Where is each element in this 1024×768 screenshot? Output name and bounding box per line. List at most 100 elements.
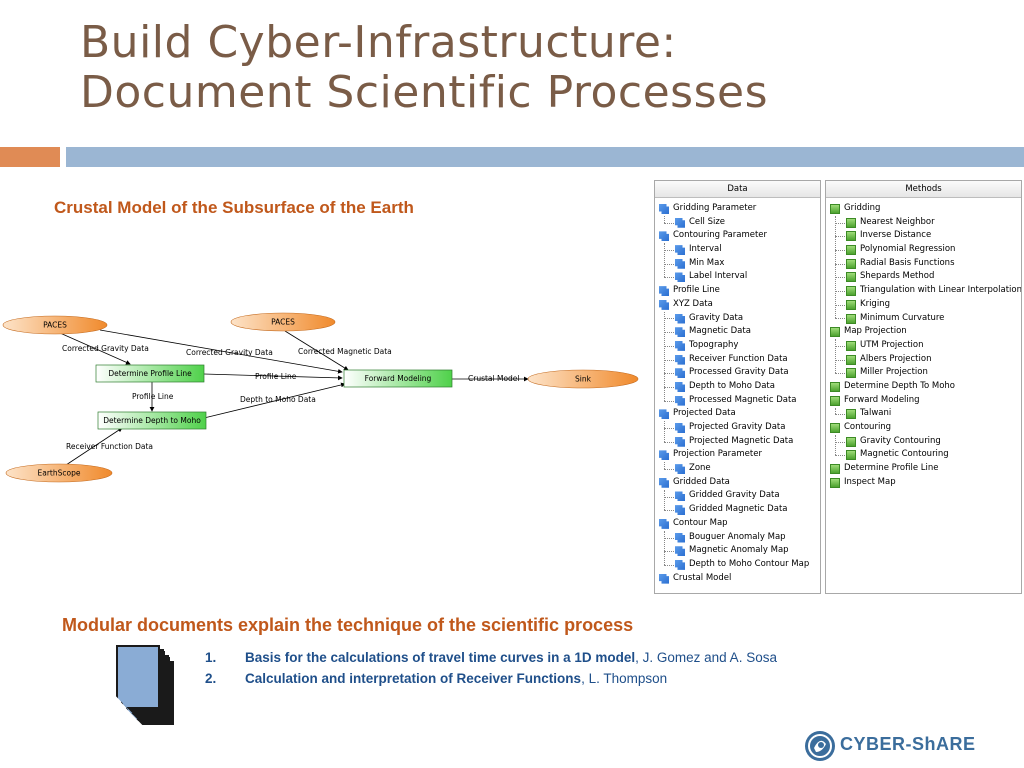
tree-connector-line [835,304,845,306]
tree-connector-line [664,400,674,402]
data-tree-item-label: Gridded Gravity Data [689,490,780,501]
data-tree-item-label: Contouring Parameter [673,230,768,241]
green-square-icon [846,368,856,379]
methods-tree-item[interactable]: Shepards Method [826,270,1021,284]
blue-arrow-icon [675,559,685,570]
edge-paces-to-profile-line [59,332,131,365]
tree-connector-line [835,434,836,456]
methods-tree-item[interactable]: Forward Modeling [826,394,1021,408]
data-tree-item[interactable]: Label Interval [655,270,820,284]
data-tree-item[interactable]: Processed Magnetic Data [655,394,820,408]
slide-title: Build Cyber-Infrastructure: Document Sci… [80,18,768,118]
green-square-icon [846,313,856,324]
methods-tree-item-label: Forward Modeling [844,394,920,405]
data-tree-item-label: Min Max [689,257,725,268]
methods-tree-item[interactable]: Miller Projection [826,366,1021,380]
data-tree-item[interactable]: Bouguer Anomaly Map [655,531,820,545]
data-tree-item[interactable]: Min Max [655,257,820,271]
methods-tree-item[interactable]: Triangulation with Linear Interpolation [826,284,1021,298]
node-forward-modeling-label: Forward Modeling [365,374,432,383]
data-tree-item[interactable]: Contour Map [655,517,820,531]
data-tree-item[interactable]: Magnetic Data [655,325,820,339]
data-tree-item[interactable]: Gridding Parameter [655,202,820,216]
methods-tree-item[interactable]: Magnetic Contouring [826,448,1021,462]
tree-connector-line [664,537,674,539]
green-square-icon [830,423,840,433]
data-tree-item[interactable]: Profile Line [655,284,820,298]
methods-tree-item[interactable]: Contouring [826,421,1021,435]
blue-arrow-icon [675,423,685,433]
methods-tree-item[interactable]: Albers Projection [826,353,1021,367]
methods-tree-item[interactable]: Inverse Distance [826,229,1021,243]
methods-tree-item-label: Miller Projection [860,367,928,378]
data-tree-item[interactable]: XYZ Data [655,298,820,312]
blue-arrow-icon [659,231,669,242]
edge-profile-line-to-forward-modeling [203,373,343,381]
data-tree-item-label: Profile Line [673,285,720,296]
data-tree-item[interactable]: Gravity Data [655,312,820,326]
tree-connector-line [664,496,674,498]
methods-tree-item[interactable]: Map Projection [826,325,1021,339]
methods-tree-item[interactable]: Polynomial Regression [826,243,1021,257]
data-tree-item[interactable]: Depth to Moho Data [655,380,820,394]
methods-tree-item[interactable]: Gravity Contouring [826,435,1021,449]
data-tree-item[interactable]: Magnetic Anomaly Map [655,544,820,558]
tree-connector-line [835,441,845,443]
methods-tree-item[interactable]: Talwani [826,407,1021,421]
node-earthscope-label: EarthScope [38,469,81,478]
data-tree-item[interactable]: Contouring Parameter [655,229,820,243]
methods-tree-item[interactable]: Nearest Neighbor [826,216,1021,230]
green-square-icon [846,272,856,283]
tree-connector-line [664,345,674,347]
data-tree-item[interactable]: Gridded Magnetic Data [655,503,820,517]
data-tree-item[interactable]: Projected Data [655,407,820,421]
methods-tree-item-label: Determine Profile Line [844,463,939,474]
blue-arrow-icon [675,395,685,406]
methods-tree-item[interactable]: Determine Profile Line [826,462,1021,476]
data-tree-item[interactable]: Receiver Function Data [655,353,820,367]
data-tree-item[interactable]: Gridded Data [655,476,820,490]
data-tree-item[interactable]: Projected Gravity Data [655,421,820,435]
tree-connector-line [664,215,665,223]
data-tree-item[interactable]: Crustal Model [655,572,820,586]
tree-connector-line [664,243,665,278]
tree-connector-line [835,345,845,347]
methods-tree-item[interactable]: Determine Depth To Moho [826,380,1021,394]
data-tree-item[interactable]: Zone [655,462,820,476]
data-tree-item-label: Gridding Parameter [673,203,757,213]
edge-depth-to-moho-to-forward-modeling [203,382,346,419]
data-tree-item[interactable]: Depth to Moho Contour Map [655,558,820,572]
data-tree-item[interactable]: Processed Gravity Data [655,366,820,380]
methods-tree-item[interactable]: UTM Projection [826,339,1021,353]
data-tree-item[interactable]: Projection Parameter [655,448,820,462]
data-tree-item-label: Crustal Model [673,572,732,583]
methods-tree-item-label: Kriging [860,298,890,309]
reference-authors: , L. Thompson [581,671,668,686]
tree-connector-line [835,249,845,251]
methods-tree-item-label: Gridding [844,203,881,213]
green-square-icon [846,299,856,310]
methods-tree-item-label: Determine Depth To Moho [844,380,956,391]
data-tree-item-label: Zone [689,463,711,474]
methods-tree-item[interactable]: Minimum Curvature [826,312,1021,326]
data-tree-item[interactable]: Topography [655,339,820,353]
label-crustal-model: Crustal Model [468,374,520,383]
tree-connector-line [835,215,836,319]
methods-tree-item[interactable]: Radial Basis Functions [826,257,1021,271]
tree-connector-line [664,332,674,334]
methods-tree-item[interactable]: Kriging [826,298,1021,312]
methods-tree-item[interactable]: Gridding [826,202,1021,216]
methods-tree-item[interactable]: Inspect Map [826,476,1021,490]
data-tree-item[interactable]: Projected Magnetic Data [655,435,820,449]
data-tree-item[interactable]: Gridded Gravity Data [655,489,820,503]
blue-arrow-icon [675,258,685,269]
data-tree-item-label: XYZ Data [673,298,713,309]
methods-tree-item-label: Shepards Method [860,271,935,282]
data-tree-item[interactable]: Interval [655,243,820,257]
reference-title[interactable]: Basis for the calculations of travel tim… [245,650,636,665]
methods-panel-header: Methods [826,181,1021,198]
reference-title[interactable]: Calculation and interpretation of Receiv… [245,671,582,686]
tree-connector-line [664,386,674,388]
data-tree-item[interactable]: Cell Size [655,216,820,230]
